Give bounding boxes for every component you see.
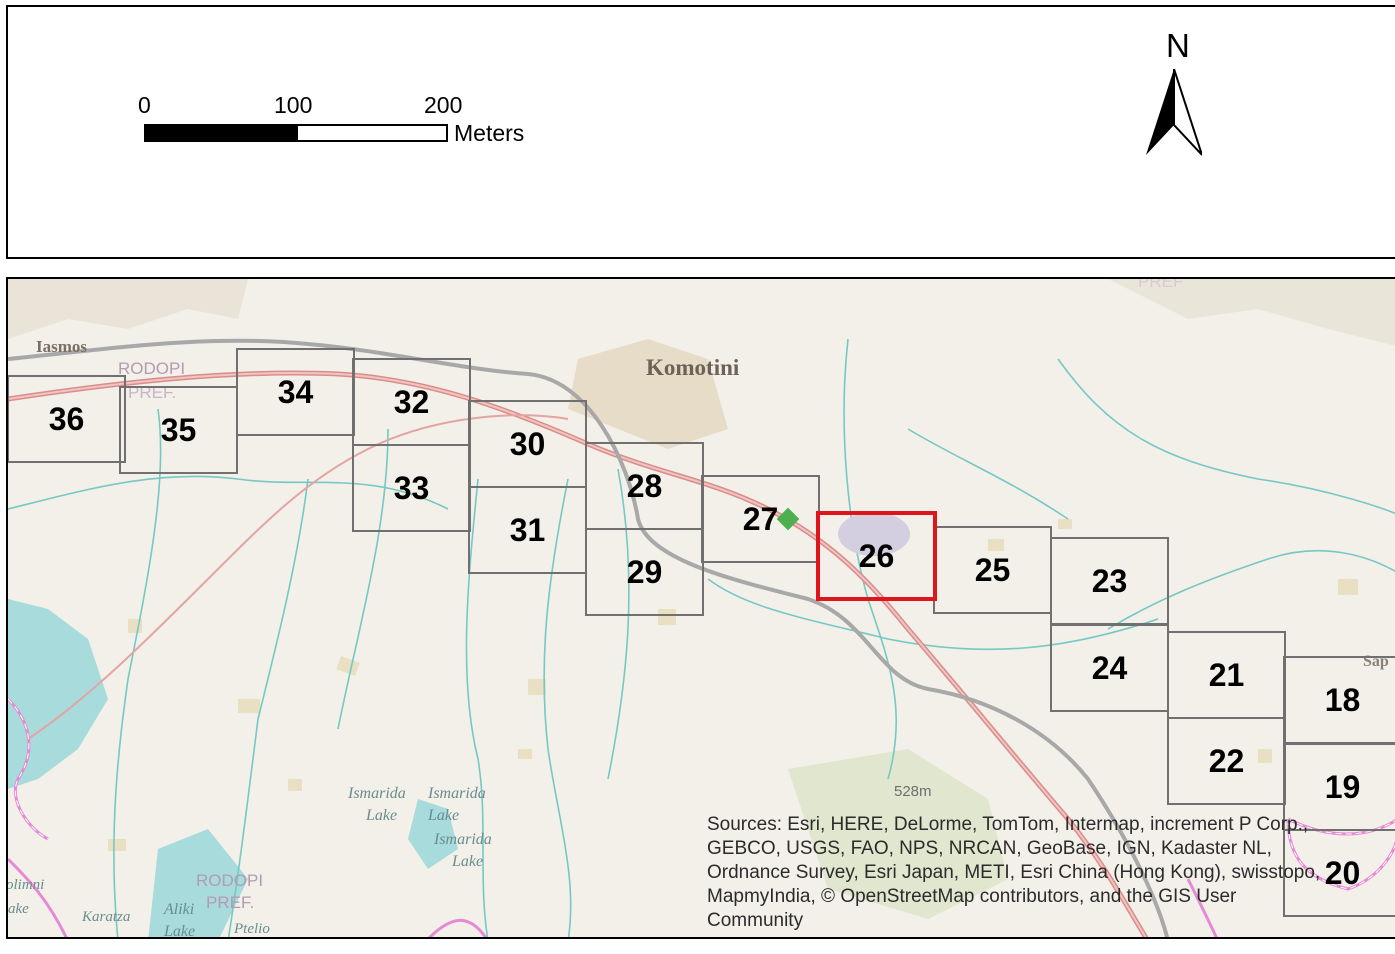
grid-overlay: 36 35 34 32 33 30 31 28 29 27 25 23 24 21 22 18 19 20 26 xyxy=(8,348,1395,917)
north-arrow-icon xyxy=(1146,69,1202,156)
grid-cell-label: 21 xyxy=(1209,657,1245,693)
grid-cell-label: 29 xyxy=(627,554,663,590)
grid-cell-label: 36 xyxy=(49,401,85,437)
place-label-ismarida-2b: Lake xyxy=(428,807,460,824)
place-label-ismarida-2a: Ismarida xyxy=(428,785,486,802)
grid-cell-label: 22 xyxy=(1209,743,1245,779)
grid-cell-label: 32 xyxy=(394,384,430,420)
place-label-pref-faded: PREF xyxy=(1138,277,1184,291)
map-panel[interactable]: Iasmos RODOPI PREF. Komotini PREF Sap 52… xyxy=(6,277,1395,939)
attribution-line: GEBCO, USGS, FAO, NPS, NRCAN, GeoBase, I… xyxy=(707,838,1272,859)
grid-cell[interactable] xyxy=(1283,829,1395,917)
grid-cell-label: 34 xyxy=(278,374,314,410)
grid-cell-label: 35 xyxy=(161,412,197,448)
scale-unit-label: Meters xyxy=(454,120,525,146)
grid-cell-highlighted[interactable] xyxy=(816,511,937,601)
scale-bar xyxy=(144,124,448,142)
grid-cell-label: 27 xyxy=(743,501,779,537)
scale-tick-100: 100 xyxy=(274,92,313,118)
place-label-ismarida-3b: Lake xyxy=(452,853,484,870)
attribution-line: Community xyxy=(707,910,804,931)
grid-cell-label: 25 xyxy=(975,552,1011,588)
grid-cell-label: 19 xyxy=(1325,769,1361,805)
place-label-komotini: Komotini xyxy=(646,355,740,380)
scale-tick-0: 0 xyxy=(138,92,151,118)
legend-panel: 0 100 200 Meters N xyxy=(6,5,1395,259)
attribution-line: Sources: Esri, HERE, DeLorme, TomTom, In… xyxy=(707,814,1309,835)
basemap xyxy=(8,279,1395,937)
place-label-ismarida-1a: Ismarida xyxy=(348,785,406,802)
grid-cell-label: 26 xyxy=(859,538,895,574)
place-label-ptelio: Ptelio xyxy=(234,921,270,937)
place-label-karatza: Karatza xyxy=(82,909,131,925)
grid-cell-label: 18 xyxy=(1325,682,1361,718)
place-label-ismarida-1b: Lake xyxy=(366,807,398,824)
grid-cell-label: 23 xyxy=(1092,563,1128,599)
place-label-ismarida-3a: Ismarida xyxy=(434,831,492,848)
north-label: N xyxy=(1166,27,1190,64)
place-label-elevation: 528m xyxy=(894,783,932,800)
place-label-rodopi-bottom-1: RODOPI xyxy=(196,871,264,890)
grid-cell-label: 31 xyxy=(510,512,546,548)
attribution-line: Ordnance Survey, Esri Japan, METI, Esri … xyxy=(707,862,1321,883)
place-label-rodopi-bottom-2: PREF. xyxy=(206,893,255,912)
place-label-vlimni: olimni xyxy=(6,877,45,893)
grid-cell-label: 28 xyxy=(627,468,663,504)
grid-cell[interactable] xyxy=(585,528,704,616)
attribution-line: MapmyIndia, © OpenStreetMap contributors… xyxy=(707,886,1237,907)
grid-cell-label: 33 xyxy=(394,470,430,506)
place-label-rodopi-top-1: RODOPI xyxy=(118,359,186,378)
place-label-aliki-2: Lake xyxy=(164,923,196,939)
grid-cell-label: 30 xyxy=(510,426,546,462)
scale-tick-200: 200 xyxy=(424,92,463,118)
place-label-aliki-1: Aliki xyxy=(164,901,195,918)
grid-cell[interactable] xyxy=(8,375,126,463)
place-label-lake-edge: ake xyxy=(8,901,29,917)
grid-cell-label: 24 xyxy=(1092,650,1128,686)
grid-cell-label: 20 xyxy=(1325,855,1361,891)
map-attribution: Sources: Esri, HERE, DeLorme, TomTom, In… xyxy=(707,813,1395,933)
place-label-iasmos: Iasmos xyxy=(36,337,88,356)
